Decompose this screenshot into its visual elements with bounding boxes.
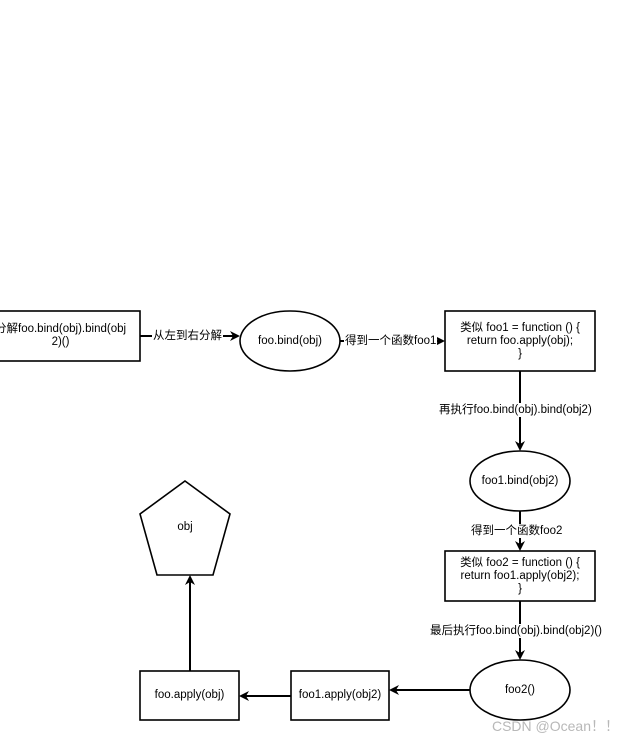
edge-label-finally-execute: 最后执行foo.bind(obj).bind(obj2)() <box>429 624 603 638</box>
foo-bind-obj-label: foo.bind(obj) <box>258 334 322 347</box>
start-label: 分解foo.bind(obj).bind(obj 2)() <box>0 323 127 348</box>
edge-label-get-foo2: 得到一个函数foo2 <box>470 524 564 538</box>
similar-foo1-label: 类似 foo1 = function () { return foo.apply… <box>460 321 580 360</box>
similar-foo2-box <box>444 550 596 602</box>
edge-label-then-execute: 再执行foo.bind(obj).bind(obj2) <box>438 403 593 417</box>
foo1-bind-obj2-label: foo1.bind(obj2) <box>481 474 559 487</box>
foo-apply-obj-label: foo.apply(obj) <box>154 689 225 701</box>
obj-label: obj <box>177 520 193 533</box>
foo1-apply-obj2-label: foo1.apply(obj2) <box>298 689 382 701</box>
foo-apply-obj-box <box>139 670 240 721</box>
watermark: CSDN @Ocean！！ <box>491 718 619 734</box>
similar-foo2-label: 类似 foo2 = function () { return foo1.appl… <box>460 556 580 595</box>
edge-label-get-foo1: 得到一个函数foo1 <box>344 334 438 348</box>
foo2-call-label: foo2() <box>504 683 536 696</box>
edge-label-left-to-right: 从左到右分解 <box>152 329 223 343</box>
